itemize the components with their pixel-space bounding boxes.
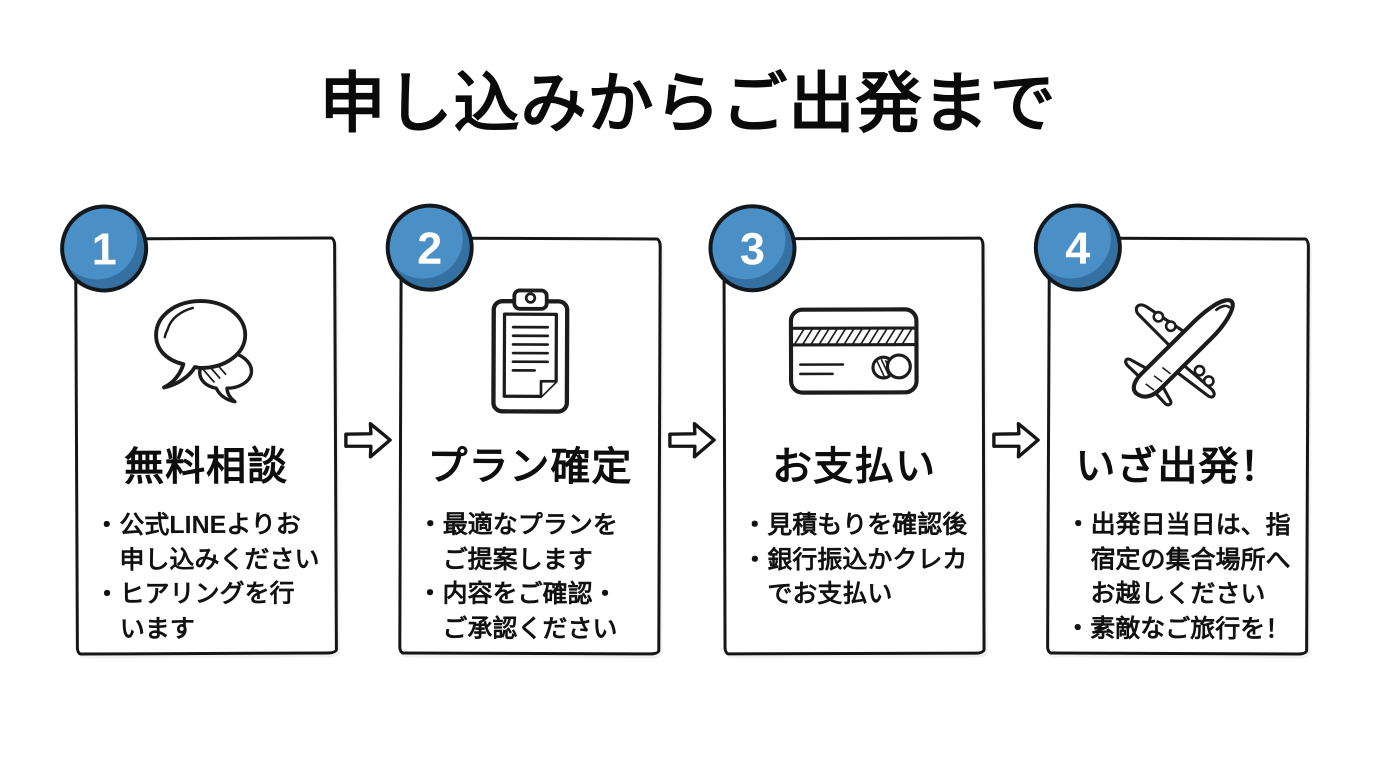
bullet-text: 最適なプランを ご提案します: [442, 510, 618, 574]
step-bullets: ・ 見積もりを確認後 ・ 銀行振込かクレカ でお支払い: [742, 508, 972, 612]
step-number: 2: [417, 222, 443, 274]
bullet-text: 銀行振込かクレカ でお支払い: [767, 545, 968, 609]
step-badge-1: 1: [59, 204, 149, 293]
step-number: 1: [91, 222, 117, 274]
credit-card-icon: [788, 307, 919, 395]
step-title: いざ出発！: [1075, 444, 1281, 490]
arrow-right-icon: [668, 421, 716, 459]
step-title: 無料相談: [123, 444, 289, 490]
step-title: お支払い: [771, 444, 937, 490]
step-number: 3: [739, 222, 766, 274]
bullet-dot: ・: [94, 511, 120, 540]
clipboard-icon: [491, 288, 570, 414]
bullet-dot: ・: [417, 510, 443, 539]
bullet-text: 内容をご確認・ ご承認ください: [442, 579, 618, 643]
step-badge-3: 3: [708, 204, 797, 293]
speech-bubbles-icon: [154, 299, 254, 404]
bullet-dot: ・: [742, 511, 768, 540]
steps-row: 1 無料相談 ・ 公式LINEよりお 申し込みください: [59, 203, 1310, 656]
step-bullet: ・ 公式LINEよりお 申し込みください: [94, 507, 324, 577]
bullet-dot: ・: [1065, 510, 1091, 539]
step-card-4: 4 いざ出発！: [1033, 203, 1310, 656]
airplane-icon: [1124, 298, 1235, 407]
step-badge-4: 4: [1033, 203, 1123, 292]
bullet-dot: ・: [94, 580, 120, 609]
bullet-text: 見積もりを確認後: [767, 510, 968, 540]
step-bullet: ・ 出発日当日は、指 宿定の集合場所へ お越しください: [1065, 508, 1295, 613]
bullet-text: 素敵なご旅行を！: [1090, 614, 1291, 643]
bullet-dot: ・: [417, 579, 443, 608]
step-bullet: ・ ヒアリングを行 います: [95, 576, 325, 646]
step-bullet: ・ 内容をご確認・ ご承認ください: [417, 577, 647, 647]
step-bullets: ・ 最適なプランを ご提案します ・ 内容をご確認・ ご承認ください: [417, 508, 647, 647]
step-bullets: ・ 出発日当日は、指 宿定の集合場所へ お越しください ・ 素敵なご旅行を！: [1065, 508, 1296, 647]
bullet-text: 出発日当日は、指 宿定の集合場所へ お越しください: [1090, 510, 1291, 609]
step-bullet: ・ 素敵なご旅行を！: [1065, 611, 1295, 647]
step-number: 4: [1065, 222, 1091, 274]
arrow-right-icon: [992, 421, 1040, 459]
bullet-text: 公式LINEよりお 申し込みください: [119, 510, 320, 574]
arrow-right-icon: [344, 421, 392, 459]
bullet-dot: ・: [742, 545, 768, 574]
bullet-text: ヒアリングを行 います: [119, 579, 295, 643]
step-bullets: ・ 公式LINEよりお 申し込みください ・ ヒアリングを行 います: [94, 507, 325, 646]
page-title: 申し込みからご出発まで: [319, 66, 1057, 140]
step-bullet: ・ 見積もりを確認後: [742, 508, 972, 543]
step-card-3: 3: [708, 204, 986, 656]
step-card-1: 1 無料相談 ・ 公式LINEよりお 申し込みください: [59, 204, 338, 656]
step-card-2: 2 プラン確定 ・ 最適なプラン: [385, 203, 662, 656]
step-bullet: ・ 最適なプランを ご提案します: [418, 508, 648, 578]
step-title: プラン確定: [427, 444, 633, 490]
step-badge-2: 2: [385, 203, 474, 292]
step-bullet: ・ 銀行振込かクレカ でお支払い: [742, 542, 972, 612]
bullet-dot: ・: [1065, 614, 1091, 643]
